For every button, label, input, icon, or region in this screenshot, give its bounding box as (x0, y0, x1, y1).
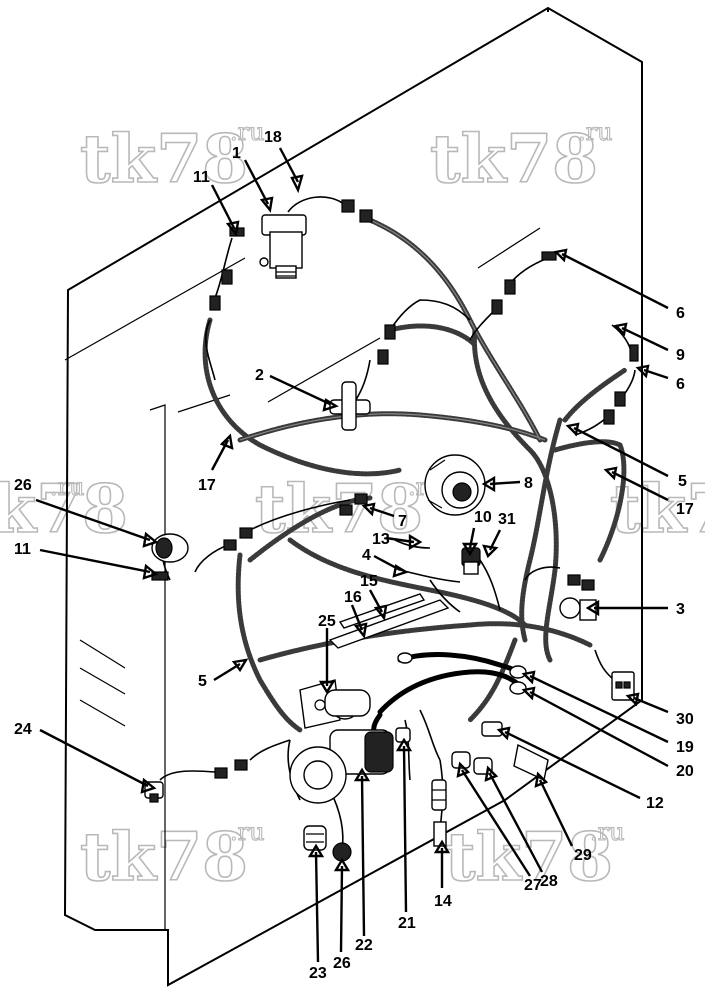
unit-frame (63, 6, 643, 987)
callout-11: 11 (193, 169, 210, 186)
alternator (424, 454, 486, 516)
watermark-brand: tk78 (80, 120, 248, 198)
callout-6: 6 (676, 305, 685, 322)
callout-5: 5 (198, 673, 207, 690)
pressure-switch (259, 214, 307, 279)
callout-30: 30 (676, 711, 694, 728)
callout-labels: 18 1 11 6 9 6 2 17 5 17 8 26 7 10 31 13 … (14, 129, 694, 982)
callout-15: 15 (360, 573, 378, 590)
callout-17: 17 (198, 477, 216, 494)
sensor-10 (461, 547, 481, 575)
callout-25: 25 (318, 613, 336, 630)
callout-4: 4 (362, 547, 371, 564)
callout-22: 22 (355, 937, 373, 954)
callout-2: 2 (255, 367, 264, 384)
callout-3: 3 (676, 601, 685, 618)
callout-9: 9 (676, 347, 685, 364)
ring-terminals (397, 652, 527, 695)
watermark-brand: tk78 (80, 818, 248, 896)
starter-motor (289, 689, 394, 804)
watermark-brand: tk78 (445, 818, 613, 896)
callout-1: 1 (232, 145, 241, 162)
callout-17: 17 (676, 501, 694, 518)
callout-6: 6 (676, 376, 685, 393)
sender-14 (431, 779, 447, 847)
components (144, 199, 639, 862)
callout-5: 5 (678, 473, 687, 490)
callout-19: 19 (676, 739, 694, 756)
callout-10: 10 (474, 509, 492, 526)
callout-29: 29 (574, 847, 592, 864)
watermark-suffix: .ru (230, 118, 265, 146)
tee-fitting (329, 381, 371, 431)
gauge-26 (151, 533, 189, 563)
callout-28: 28 (540, 873, 558, 890)
callout-18: 18 (264, 129, 282, 146)
callout-11: 11 (14, 541, 31, 558)
fitting-27 (451, 751, 471, 769)
callout-13: 13 (372, 531, 390, 548)
watermark-suffix: .ru (578, 118, 613, 146)
callout-14: 14 (434, 893, 452, 910)
leader-lines (35, 147, 669, 963)
callout-20: 20 (676, 763, 694, 780)
callout-31: 31 (498, 511, 516, 528)
callout-7: 7 (398, 513, 407, 530)
connector-30 (611, 671, 635, 701)
callout-24: 24 (14, 721, 32, 738)
callout-16: 16 (344, 589, 362, 606)
plug-23 (303, 825, 327, 851)
fitting-28 (473, 757, 493, 775)
watermark-suffix: .ru (590, 818, 625, 846)
watermark-suffix: .ru (230, 818, 265, 846)
callout-26: 26 (333, 955, 351, 972)
callout-12: 12 (646, 795, 664, 812)
callout-8: 8 (524, 475, 533, 492)
callout-21: 21 (398, 915, 416, 932)
callout-26: 26 (14, 477, 32, 494)
callout-23: 23 (309, 965, 327, 982)
watermark-brand: tk78 (430, 120, 598, 198)
callout-27: 27 (524, 877, 542, 894)
